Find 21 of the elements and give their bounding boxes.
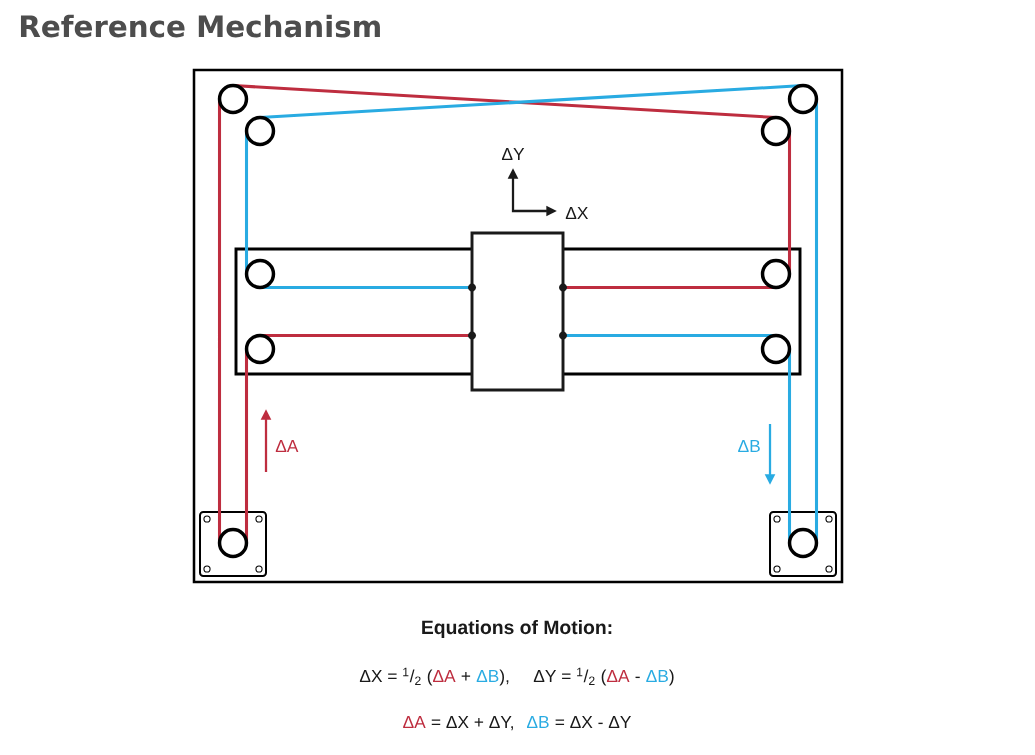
- equation-text: -: [635, 676, 640, 679]
- equation-text: ),: [499, 669, 509, 686]
- equations-heading: Equations of Motion:: [422, 620, 612, 638]
- axis-label: ΔY: [501, 148, 525, 160]
- equation-text: ΔB: [476, 670, 499, 682]
- equation-text: ΔA: [606, 670, 630, 682]
- equation-text: ΔA: [403, 716, 426, 728]
- equation-text: +: [461, 672, 471, 681]
- page-title: Reference Mechanism: [20, 14, 380, 38]
- equation-text: ): [668, 669, 674, 686]
- equation-text: ΔB: [526, 716, 549, 728]
- axis-label: ΔX: [565, 207, 589, 219]
- equation-text: ΔA: [433, 670, 456, 682]
- equation-text: ΔX = $^{1}$/$_{2}$ (: [359, 667, 433, 686]
- equation-text: ΔB: [646, 670, 668, 682]
- arrow-label: ΔB: [738, 440, 760, 452]
- equation-text: = ΔX - ΔY: [555, 716, 632, 728]
- carriage-block: [470, 231, 565, 392]
- arrow-label: ΔA: [275, 440, 299, 452]
- equation-text: ΔY = $^{1}$/$_{2}$ (: [533, 667, 607, 686]
- equation-text: = ΔX + ΔY,: [431, 716, 513, 731]
